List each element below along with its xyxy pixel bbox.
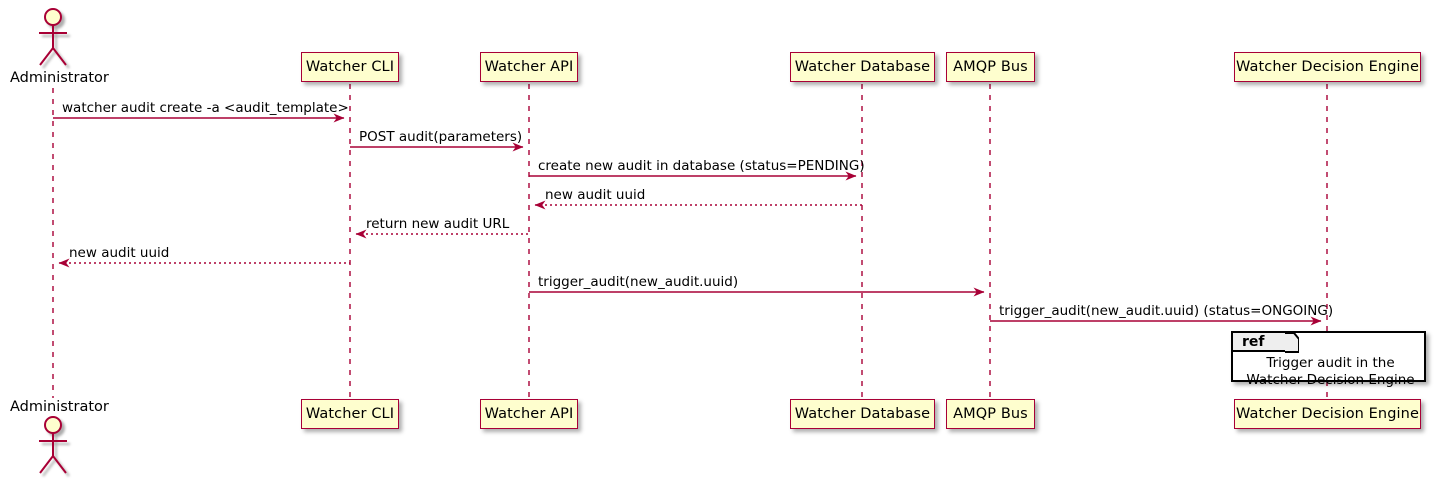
ref-tab-corner-clip — [1285, 333, 1299, 354]
participant-watcher-cli-bottom[interactable]: Watcher CLI — [301, 399, 399, 429]
message-label-5: return new audit URL — [366, 216, 510, 232]
participant-label: AMQP Bus — [953, 58, 1028, 75]
message-label-7: trigger_audit(new_audit.uuid) — [538, 274, 739, 290]
message-label-6: new audit uuid — [69, 245, 170, 261]
participant-label: Watcher Decision Engine — [1236, 405, 1419, 422]
participant-label: Watcher API — [484, 58, 574, 75]
participant-label: Watcher API — [484, 405, 574, 422]
actor-label-administrator-top: Administrator — [10, 70, 109, 86]
actor-label-administrator-bottom: Administrator — [10, 399, 109, 415]
message-arrows — [53, 113, 1322, 326]
actor-administrator-top-icon — [39, 8, 67, 66]
ref-body-line-1: Trigger audit in the — [1266, 355, 1395, 371]
ref-body-line-2: Watcher Decision Engine — [1246, 372, 1415, 388]
participant-watcher-api-bottom[interactable]: Watcher API — [480, 399, 578, 429]
ref-fragment: ref Trigger audit in the Watcher Decisio… — [1231, 331, 1426, 388]
participant-watcher-decision-engine-top[interactable]: Watcher Decision Engine — [1234, 52, 1421, 82]
participant-label: Watcher Database — [794, 405, 931, 422]
participant-label: Watcher CLI — [305, 405, 395, 422]
participant-amqp-bus-bottom[interactable]: AMQP Bus — [946, 399, 1035, 429]
participant-label: Watcher Database — [794, 58, 931, 75]
participant-label: AMQP Bus — [953, 405, 1028, 422]
message-label-1: watcher audit create -a <audit_template> — [62, 100, 349, 116]
lifelines — [52, 84, 1328, 398]
ref-keyword-label: ref — [1242, 333, 1265, 350]
message-label-2: POST audit(parameters) — [359, 129, 523, 145]
message-label-4: new audit uuid — [545, 187, 646, 203]
participant-watcher-database-bottom[interactable]: Watcher Database — [790, 399, 935, 429]
participant-label: Watcher CLI — [305, 58, 395, 75]
participant-watcher-cli-top[interactable]: Watcher CLI — [301, 52, 399, 82]
ref-fragment-body: Trigger audit in the Watcher Decision En… — [1233, 355, 1428, 389]
participant-watcher-database-top[interactable]: Watcher Database — [790, 52, 935, 82]
message-label-8: trigger_audit(new_audit.uuid) (status=ON… — [999, 303, 1334, 319]
participant-watcher-api-top[interactable]: Watcher API — [480, 52, 578, 82]
message-label-3: create new audit in database (status=PEN… — [538, 158, 865, 174]
participant-amqp-bus-top[interactable]: AMQP Bus — [946, 52, 1035, 82]
participant-label: Watcher Decision Engine — [1236, 58, 1419, 75]
actor-administrator-bottom-icon — [39, 416, 67, 474]
participant-watcher-decision-engine-bottom[interactable]: Watcher Decision Engine — [1234, 399, 1421, 429]
